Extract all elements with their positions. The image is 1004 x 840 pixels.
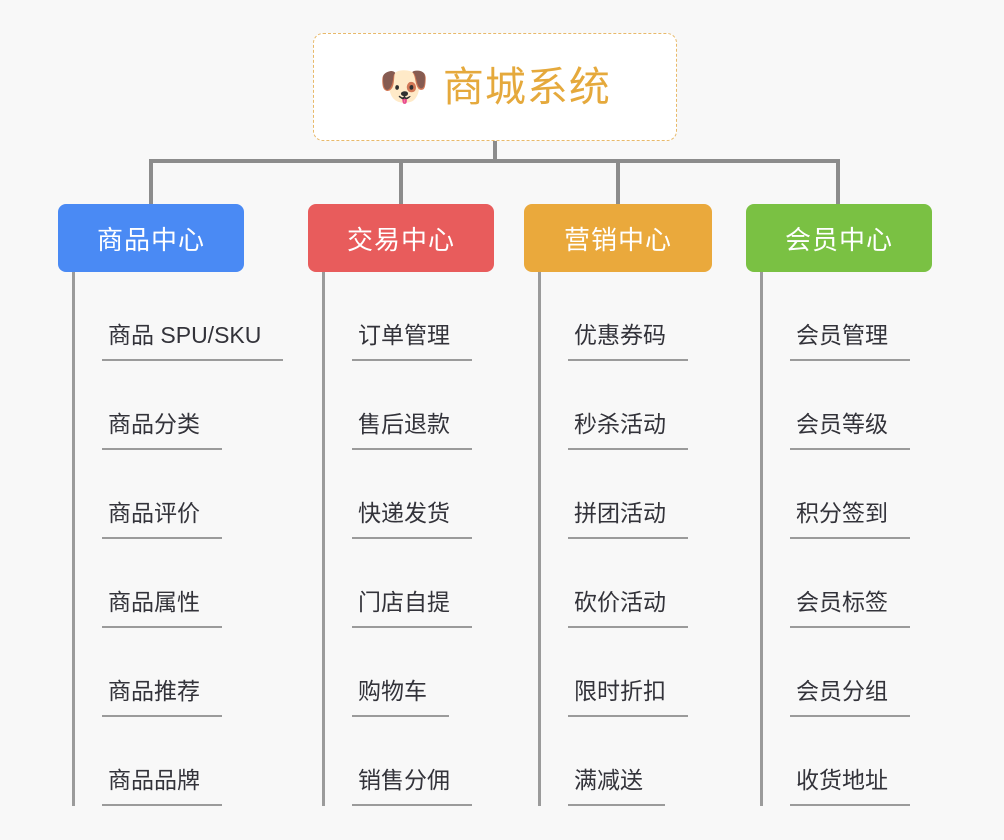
leaf-label: 积分签到 — [790, 502, 910, 539]
branch-trunk-trade-center — [322, 272, 325, 806]
leaf-item[interactable]: 会员管理 — [760, 272, 910, 361]
leaf-item[interactable]: 优惠券码 — [538, 272, 688, 361]
leaf-label: 商品分类 — [102, 413, 222, 450]
leaf-item[interactable]: 商品属性 — [72, 539, 283, 628]
leaf-item[interactable]: 门店自提 — [322, 539, 472, 628]
leaf-item[interactable]: 砍价活动 — [538, 539, 688, 628]
branch-header-trade-center[interactable]: 交易中心 — [308, 204, 494, 272]
leaf-label: 会员等级 — [790, 413, 910, 450]
leaf-list-member-center: 会员管理 会员等级 积分签到 会员标签 会员分组 收货地址 — [760, 272, 910, 806]
branch-bus-connector — [150, 159, 838, 163]
root-title: 商城系统 — [442, 63, 611, 110]
leaf-label: 订单管理 — [352, 324, 472, 361]
branch-trunk-member-center — [760, 272, 763, 806]
leaf-label: 会员分组 — [790, 680, 910, 717]
leaf-label: 商品评价 — [102, 502, 222, 539]
leaf-item[interactable]: 会员标签 — [760, 539, 910, 628]
leaf-label: 优惠券码 — [568, 324, 688, 361]
leaf-item[interactable]: 销售分佣 — [322, 717, 472, 806]
branch-trunk-marketing-center — [538, 272, 541, 806]
branch-header-label: 营销中心 — [563, 224, 672, 255]
root-stem-connector — [493, 141, 497, 163]
leaf-label: 会员管理 — [790, 324, 910, 361]
shiba-dog-emoji-icon: 🐶 — [379, 65, 429, 109]
leaf-item[interactable]: 订单管理 — [322, 272, 472, 361]
leaf-label: 秒杀活动 — [568, 413, 688, 450]
branch-drop-connector-3 — [616, 159, 620, 206]
leaf-label: 会员标签 — [790, 591, 910, 628]
leaf-item[interactable]: 秒杀活动 — [538, 361, 688, 450]
leaf-item[interactable]: 快递发货 — [322, 450, 472, 539]
leaf-label: 满减送 — [568, 769, 665, 806]
leaf-label: 限时折扣 — [568, 680, 688, 717]
leaf-item[interactable]: 商品 SPU/SKU — [72, 272, 284, 361]
branch-drop-connector-1 — [149, 159, 153, 206]
leaf-item[interactable]: 商品品牌 — [72, 717, 283, 806]
leaf-item[interactable]: 会员等级 — [760, 361, 910, 450]
leaf-item[interactable]: 售后退款 — [322, 361, 472, 450]
leaf-label: 门店自提 — [352, 591, 472, 628]
root-node[interactable]: 🐶 商城系统 — [313, 33, 677, 141]
leaf-item[interactable]: 购物车 — [322, 628, 472, 717]
leaf-label: 商品品牌 — [102, 769, 222, 806]
leaf-label: 购物车 — [352, 680, 449, 717]
branch-drop-connector-4 — [836, 159, 840, 206]
leaf-item[interactable]: 限时折扣 — [538, 628, 688, 717]
leaf-list-trade-center: 订单管理 售后退款 快递发货 门店自提 购物车 销售分佣 — [322, 272, 472, 806]
branch-header-marketing-center[interactable]: 营销中心 — [524, 204, 712, 272]
leaf-label: 收货地址 — [790, 769, 910, 806]
branch-header-label: 商品中心 — [96, 224, 205, 255]
leaf-label: 售后退款 — [352, 413, 472, 450]
leaf-label: 商品属性 — [102, 591, 222, 628]
leaf-item[interactable]: 商品推荐 — [72, 628, 283, 717]
leaf-item[interactable]: 拼团活动 — [538, 450, 688, 539]
leaf-item[interactable]: 积分签到 — [760, 450, 910, 539]
leaf-label: 拼团活动 — [568, 502, 688, 539]
leaf-label: 商品推荐 — [102, 680, 222, 717]
leaf-item[interactable]: 会员分组 — [760, 628, 910, 717]
leaf-item[interactable]: 商品评价 — [72, 450, 283, 539]
leaf-label: 快递发货 — [352, 502, 472, 539]
branch-header-label: 会员中心 — [784, 224, 893, 255]
leaf-list-marketing-center: 优惠券码 秒杀活动 拼团活动 砍价活动 限时折扣 满减送 — [538, 272, 688, 806]
branch-trunk-product-center — [72, 272, 75, 806]
leaf-item[interactable]: 满减送 — [538, 717, 688, 806]
branch-drop-connector-2 — [399, 159, 403, 206]
leaf-label: 砍价活动 — [568, 591, 688, 628]
branch-header-member-center[interactable]: 会员中心 — [746, 204, 932, 272]
branch-header-product-center[interactable]: 商品中心 — [58, 204, 244, 272]
leaf-label: 商品 SPU/SKU — [102, 324, 284, 361]
branch-header-label: 交易中心 — [346, 224, 455, 255]
leaf-item[interactable]: 收货地址 — [760, 717, 910, 806]
leaf-list-product-center: 商品 SPU/SKU 商品分类 商品评价 商品属性 商品推荐 商品品牌 — [72, 272, 284, 806]
leaf-item[interactable]: 商品分类 — [72, 361, 283, 450]
leaf-label: 销售分佣 — [352, 769, 472, 806]
